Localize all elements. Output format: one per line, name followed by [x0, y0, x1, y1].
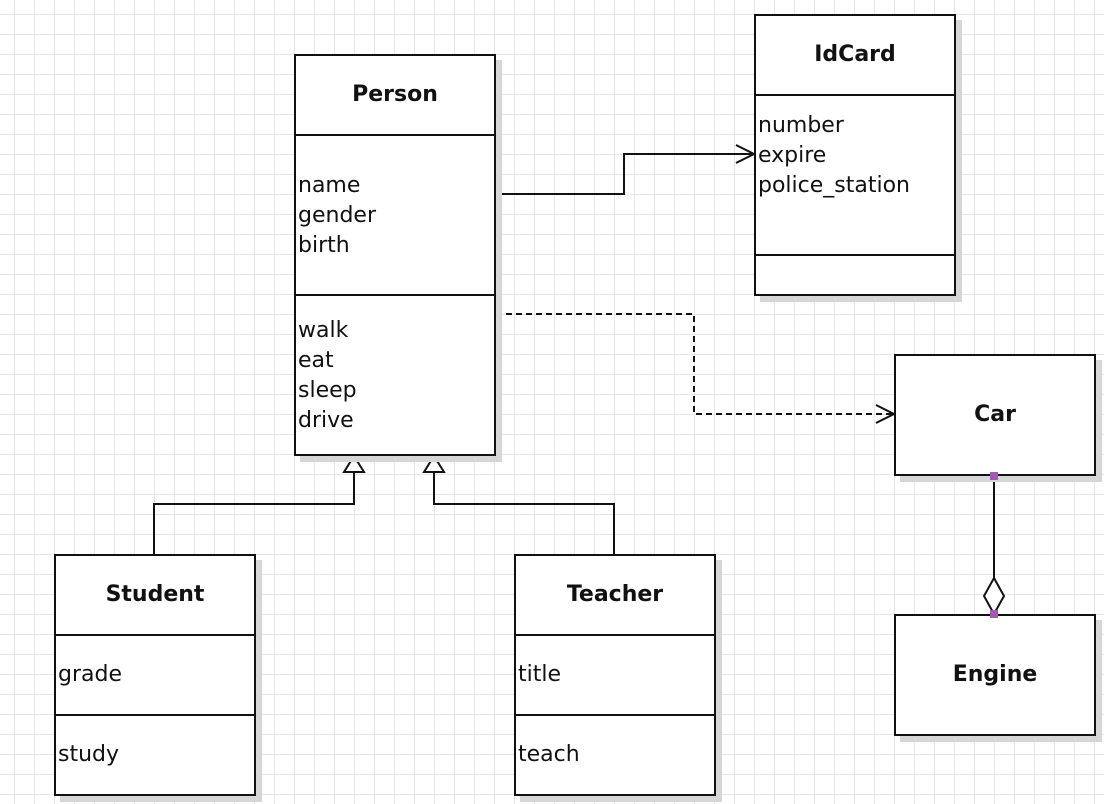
- operations-compartment: study: [56, 716, 254, 794]
- class-name: Car: [974, 402, 1016, 427]
- attribute: gender: [298, 203, 376, 228]
- operations-compartment: walk eat sleep drive: [296, 296, 494, 454]
- operation: teach: [518, 742, 580, 767]
- class-teacher[interactable]: Teacher title teach: [514, 554, 716, 796]
- attributes-compartment: number expire police_station: [756, 96, 954, 256]
- connector-handle-bottom[interactable]: [990, 610, 998, 618]
- attribute: title: [518, 662, 562, 687]
- class-name: Person: [296, 56, 494, 136]
- attributes-compartment: grade: [56, 636, 254, 716]
- attributes-compartment: title: [516, 636, 714, 716]
- operation: eat: [298, 348, 334, 373]
- attribute: birth: [298, 233, 350, 258]
- attribute: grade: [58, 662, 122, 687]
- generalization-teacher-person[interactable]: [422, 454, 615, 554]
- class-name: Student: [56, 556, 254, 636]
- operations-compartment: [756, 256, 954, 294]
- dependency-person-car[interactable]: [496, 313, 897, 424]
- generalization-student-person[interactable]: [153, 454, 366, 554]
- association-person-idcard[interactable]: [496, 144, 757, 195]
- class-engine[interactable]: Engine: [894, 614, 1096, 736]
- attribute: number: [758, 113, 844, 138]
- class-name: IdCard: [756, 16, 954, 96]
- attributes-compartment: name gender birth: [296, 136, 494, 296]
- class-name: Engine: [952, 662, 1038, 687]
- operation: walk: [298, 318, 349, 343]
- class-car[interactable]: Car: [894, 354, 1096, 476]
- class-idcard[interactable]: IdCard number expire police_station: [754, 14, 956, 296]
- connector-handle-top[interactable]: [990, 472, 998, 480]
- attribute: expire: [758, 143, 827, 168]
- operation: sleep: [298, 378, 357, 403]
- class-student[interactable]: Student grade study: [54, 554, 256, 796]
- attribute: name: [298, 173, 361, 198]
- class-name: Teacher: [516, 556, 714, 636]
- operation: study: [58, 742, 120, 767]
- operations-compartment: teach: [516, 716, 714, 794]
- operation: drive: [298, 408, 354, 433]
- aggregation-car-engine[interactable]: [982, 476, 1006, 617]
- attribute: police_station: [758, 173, 910, 198]
- class-person[interactable]: Person name gender birth walk eat sleep …: [294, 54, 496, 456]
